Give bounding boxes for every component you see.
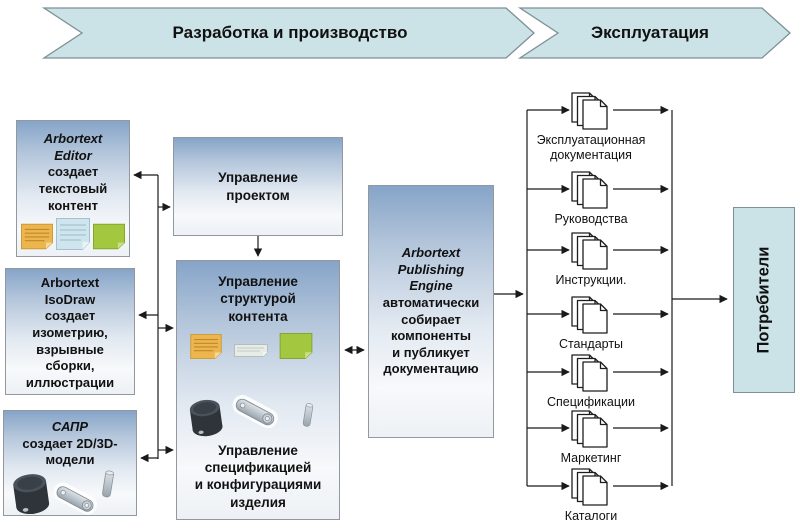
content-structure-box: Управление структурой контента Управлени… [176,260,340,520]
authoring-cad-box: САПР создает 2D/3D- модели [3,410,137,516]
output-label: Руководства [554,212,628,226]
sticky-note-blue-icon [56,218,90,250]
output-label: Спецификации [547,395,635,409]
isodraw-name: Arbortext IsoDraw [40,275,100,307]
documents-icon [571,410,611,449]
authoring-isodraw-box: Arbortext IsoDraw создает изометрию, взр… [5,268,135,395]
phase-banner-development: Разработка и производство [172,23,408,42]
output-label: Маркетинг [560,451,622,465]
documents-icon [571,92,611,131]
engine-desc: автоматически собирает компоненты и публ… [382,294,480,377]
output-doc-stack: Стандарты [521,296,661,352]
output-doc-stack: Инструкции. [521,232,661,288]
consumers-box: Потребители [733,207,795,393]
editor-name: Arbortext Editor [43,131,103,163]
cylinder-part-icon [9,469,53,518]
sticky-note-green-icon [279,333,313,359]
sticky-note-green-icon [93,223,125,250]
phase-banner-operation: Эксплуатация [591,23,709,42]
sticky-note-orange-icon [21,223,53,250]
output-doc-stack: Руководства [521,171,661,227]
structure-title: Управление структурой контента [218,274,298,324]
documents-icon [571,171,611,210]
documents-icon [571,232,611,271]
publishing-engine-box: Arbortext Publishing Engine автоматическ… [368,185,494,438]
editor-desc: создает текстовый контент [38,164,108,213]
output-label: Эксплуатационная документация [536,133,646,162]
engine-name: Arbortext Publishing Engine [397,245,465,294]
cad-name: САПР [51,419,89,434]
pin-part-icon [100,469,116,499]
output-doc-stack: Эксплуатационная документация [521,92,661,163]
output-doc-stack: Спецификации [521,354,661,410]
link-part-icon [50,481,100,517]
output-label: Каталоги [564,509,618,523]
output-doc-stack: Каталоги [521,468,661,524]
documents-icon [571,354,611,393]
link-part-icon [229,393,281,431]
authoring-editor-box: Arbortext Editor создает текстовый конте… [16,120,130,257]
output-doc-stack: Маркетинг [521,410,661,466]
pin-part-icon [301,401,315,429]
cad-desc: создает 2D/3D- модели [22,435,118,468]
documents-icon [571,468,611,507]
structure-subtitle: Управление спецификацией и конфигурациям… [194,442,322,510]
sticky-note-orange-icon [190,334,222,359]
project-management-box: Управление проектом [173,137,343,236]
output-label: Стандарты [558,337,624,351]
consumers-label: Потребители [754,246,773,354]
documents-icon [571,296,611,335]
cylinder-part-icon [186,395,225,439]
isodraw-desc: создает изометрию, взрывные сборки, иллю… [25,308,115,390]
output-label: Инструкции. [555,273,627,287]
sticky-note-pale-icon [234,344,268,357]
project-title: Управление проектом [218,170,298,203]
